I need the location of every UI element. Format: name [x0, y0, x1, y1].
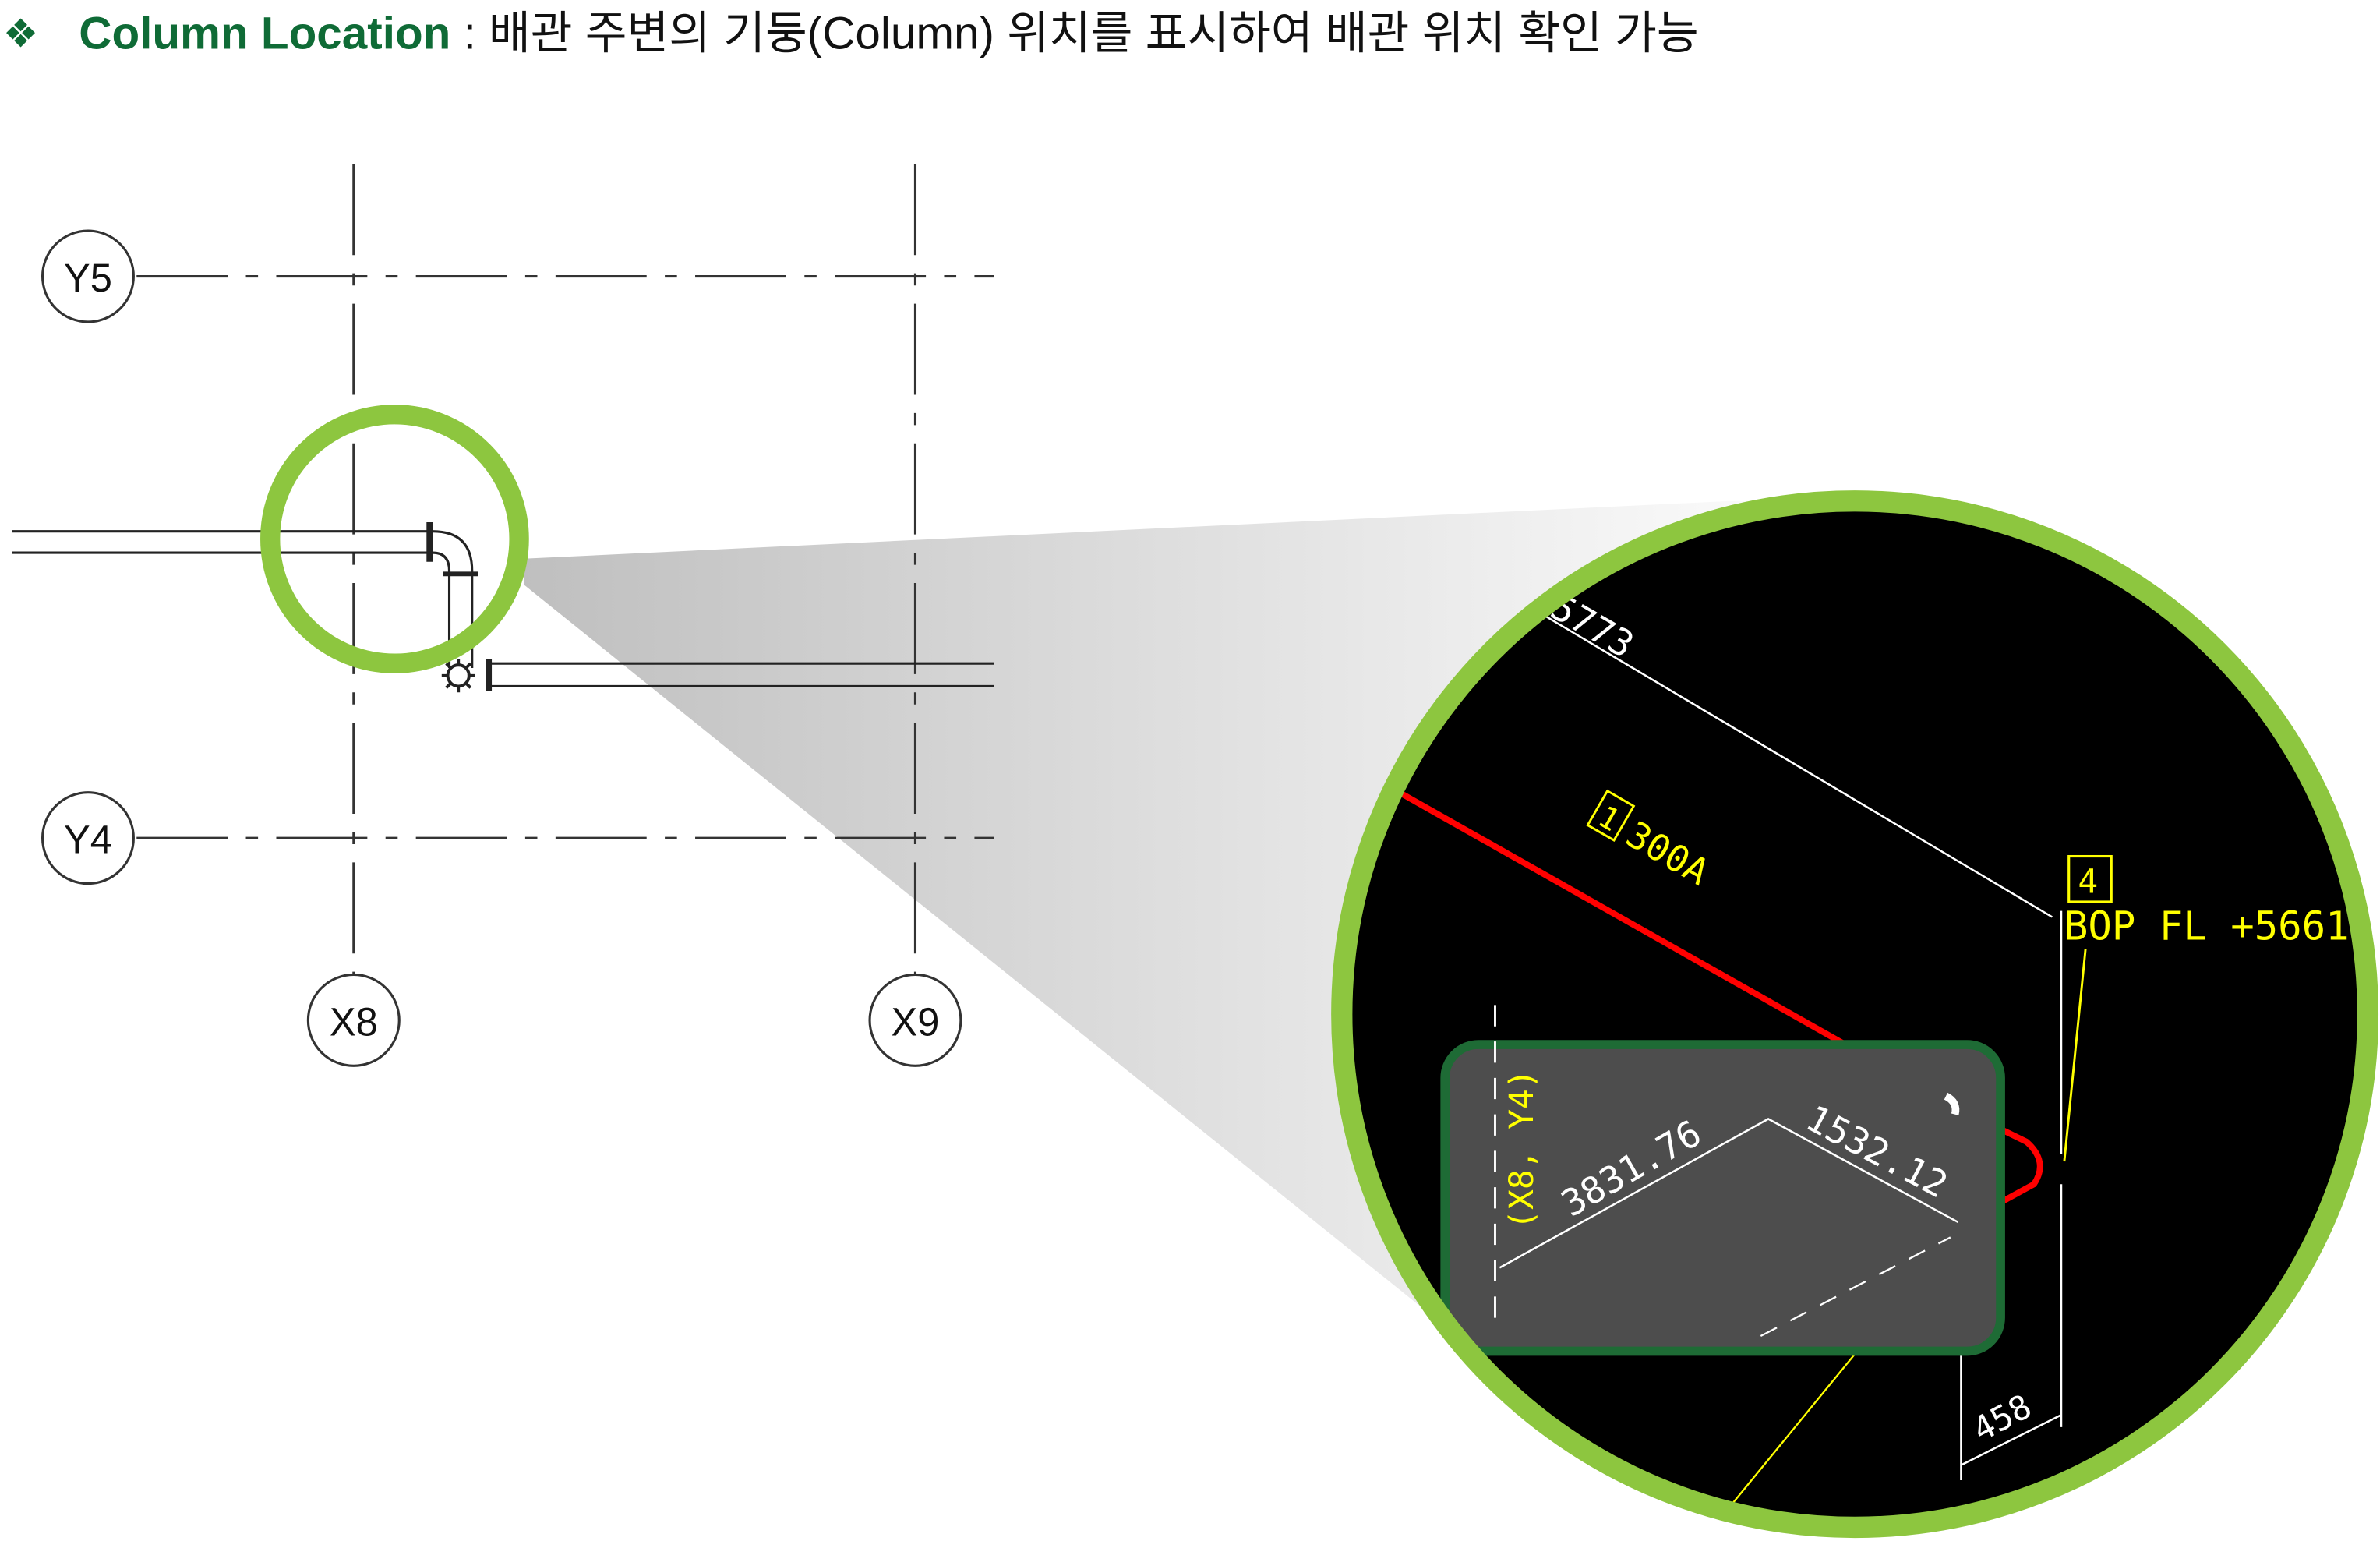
elev-tag-num: 4: [2078, 862, 2098, 901]
red-pipe: [1387, 783, 2043, 1222]
title-keyword: Column Location: [79, 8, 450, 58]
svg-text:Y4: Y4: [64, 818, 112, 862]
highlight-circle: [260, 405, 529, 673]
pipe-run: [12, 522, 994, 691]
detail-view: 5773 1 300A 4 BOP FL +5661 458 (X8, Y4): [1331, 490, 2379, 1539]
elev-label: BOP FL +5661: [2064, 903, 2350, 949]
svg-text:Y5: Y5: [64, 256, 112, 300]
title-description: : 배관 주변의 기둥(Column) 위치를 표시하여 배관 위치 확인 가능: [450, 8, 1698, 58]
column-ref: (X8, Y4): [1503, 1069, 1541, 1229]
grid-bubble-y4: Y4: [41, 791, 135, 885]
grid-bubble-x8: X8: [306, 973, 401, 1067]
svg-text:X9: X9: [892, 999, 940, 1044]
svg-text:X8: X8: [330, 999, 378, 1044]
grid-lines: [136, 164, 994, 975]
diamond-cluster-icon: ❖: [3, 11, 38, 55]
column-inset: [1440, 1040, 2005, 1356]
grid-bubble-x9: X9: [868, 973, 962, 1067]
title: Column Location : 배관 주변의 기둥(Column) 위치를 …: [79, 8, 1698, 58]
valve-icon: [441, 659, 475, 693]
grid-bubble-y5: Y5: [41, 229, 135, 323]
